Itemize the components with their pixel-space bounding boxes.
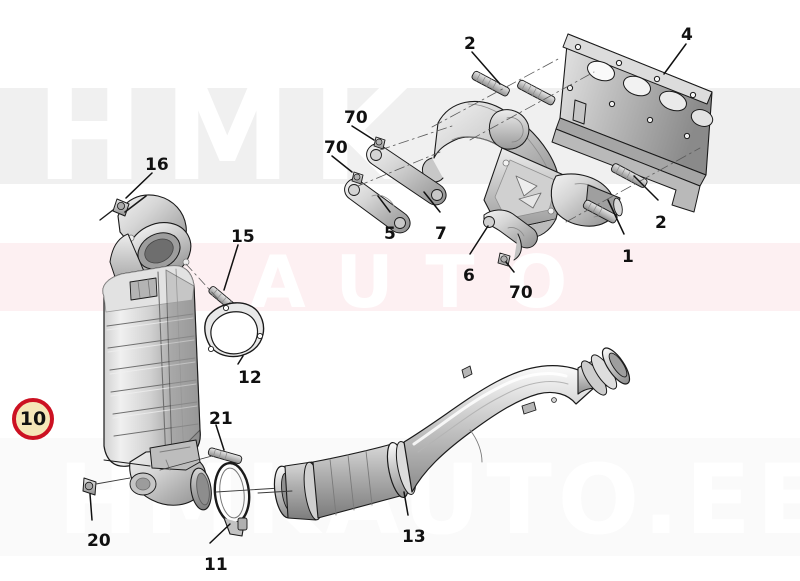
part-exhaust-manifold (421, 100, 623, 239)
callout-label-70-b: 70 (324, 138, 348, 158)
callout-label-1: 1 (622, 247, 634, 267)
part-nut-20 (82, 477, 131, 496)
part-catalytic-converter (102, 194, 212, 511)
part-bolt-70-c (497, 252, 511, 267)
part-bolt-70-b (351, 171, 364, 185)
highlighted-callout-10[interactable]: 10 (12, 398, 54, 440)
callout-label-12: 12 (238, 368, 262, 388)
callout-leaders (89, 43, 687, 544)
callout-label-2-top-left: 2 (464, 34, 476, 54)
callout-label-6: 6 (463, 266, 475, 286)
part-bolt-16 (99, 195, 147, 221)
callout-label-21: 21 (209, 409, 233, 429)
callout-label-11: 11 (204, 555, 228, 575)
part-gasket-12 (204, 302, 265, 358)
part-bolt-70-a (373, 136, 386, 150)
part-clamp-11 (213, 461, 281, 537)
callout-label-13: 13 (402, 527, 426, 547)
callout-label-15: 15 (231, 227, 255, 247)
callout-label-7: 7 (435, 224, 447, 244)
callout-label-70-c: 70 (509, 283, 533, 303)
part-bracket-6 (483, 209, 538, 267)
part-support-brackets (344, 125, 453, 234)
part-stud-21 (159, 447, 243, 471)
part-front-pipe (257, 347, 631, 521)
callout-label-20: 20 (87, 531, 111, 551)
part-manifold-studs (431, 57, 701, 224)
highlighted-callout-number: 10 (19, 408, 47, 430)
callout-label-5: 5 (384, 224, 396, 244)
callout-label-70-a: 70 (344, 108, 368, 128)
callout-label-16: 16 (145, 155, 169, 175)
callout-label-2-right: 2 (655, 213, 667, 233)
callout-label-4: 4 (681, 25, 693, 45)
